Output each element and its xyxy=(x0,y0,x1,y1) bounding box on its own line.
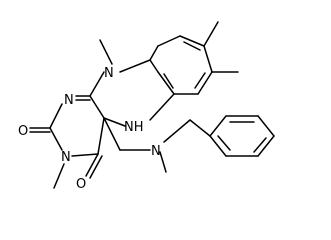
n10-label: N xyxy=(104,66,114,81)
carbonyl-bond xyxy=(89,155,103,179)
double-bond-inner xyxy=(163,73,174,89)
methyl-bond xyxy=(53,163,65,189)
bond xyxy=(97,117,105,155)
bond xyxy=(49,103,63,129)
n1-label: N xyxy=(64,93,74,108)
bond xyxy=(257,135,275,157)
double-bond-inner xyxy=(183,41,201,51)
n3-label: N xyxy=(61,150,71,165)
benzylamine-substituent xyxy=(103,117,211,173)
bond xyxy=(71,153,99,157)
bond xyxy=(157,35,181,47)
pyrimidine-ring xyxy=(29,95,105,189)
methyl-bond xyxy=(203,21,219,47)
bond xyxy=(103,117,126,127)
carbonyl-bond xyxy=(85,153,99,177)
bond xyxy=(119,59,151,73)
bond xyxy=(149,59,159,73)
n5-label: NH xyxy=(124,120,144,135)
bond xyxy=(209,115,227,137)
double-bond-inner xyxy=(194,72,206,89)
bond xyxy=(149,45,159,61)
phenyl-ring xyxy=(209,115,275,157)
molecule-canvas: N N N NH O O N xyxy=(18,21,275,192)
bond xyxy=(103,117,121,151)
methyl-bond xyxy=(159,151,167,173)
bond xyxy=(89,71,105,97)
bond xyxy=(203,45,213,73)
bond xyxy=(89,95,105,119)
bond xyxy=(163,119,191,143)
bond xyxy=(209,135,227,157)
pyrazine-ring xyxy=(89,39,175,127)
bond xyxy=(49,127,63,151)
bond xyxy=(149,93,175,121)
bond xyxy=(257,115,275,137)
bond xyxy=(197,71,213,95)
amine-n-label: N xyxy=(151,144,161,159)
bond xyxy=(179,35,205,47)
double-bond-inner xyxy=(253,137,267,153)
bond xyxy=(189,119,211,137)
structure-diagram: N N N NH O O N xyxy=(18,21,275,192)
double-bond-inner xyxy=(217,135,231,151)
o4-label: O xyxy=(76,177,86,192)
methyl-bond xyxy=(99,39,113,65)
bond xyxy=(157,71,175,95)
benzo-ring xyxy=(149,21,239,95)
o2-label: O xyxy=(18,124,28,139)
